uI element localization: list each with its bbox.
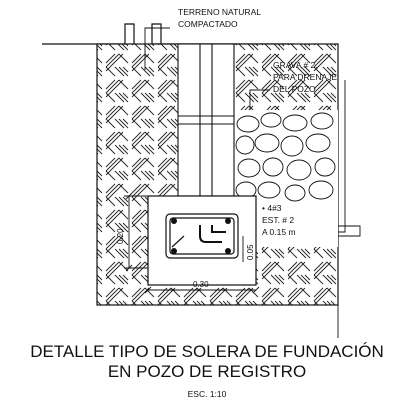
caption-title-1: DETALLE TIPO DE SOLERA DE FUNDACIÓN (30, 342, 384, 361)
rebar-dots (171, 218, 231, 254)
column (177, 43, 235, 225)
dim-height-label: 0.20 (116, 228, 125, 244)
spacing-label: A 0.15 m (262, 227, 296, 237)
stirrup (165, 213, 239, 259)
grava-label-1: GRAVA # 2, (273, 60, 318, 70)
caption-scale: ESC. 1:10 (188, 389, 227, 399)
caption-title-2: EN POZO DE REGISTRO (108, 362, 306, 381)
terreno-label-2: COMPACTADO (178, 19, 238, 29)
stirrup-label: EST. # 2 (262, 215, 294, 225)
dim-cover-label: 0.05 (246, 244, 255, 260)
bars-label: • 4#3 (262, 203, 282, 213)
dim-width-label: 0.30 (193, 280, 209, 289)
grava-label-3: DEL POZO (273, 84, 316, 94)
terreno-label-1: TERRENO NATURAL (178, 7, 261, 17)
ground-line (42, 23, 295, 45)
dimension-lines (124, 192, 260, 294)
grava-label-2: PARA DRENAJE (273, 72, 337, 82)
leader-lines (144, 27, 361, 338)
